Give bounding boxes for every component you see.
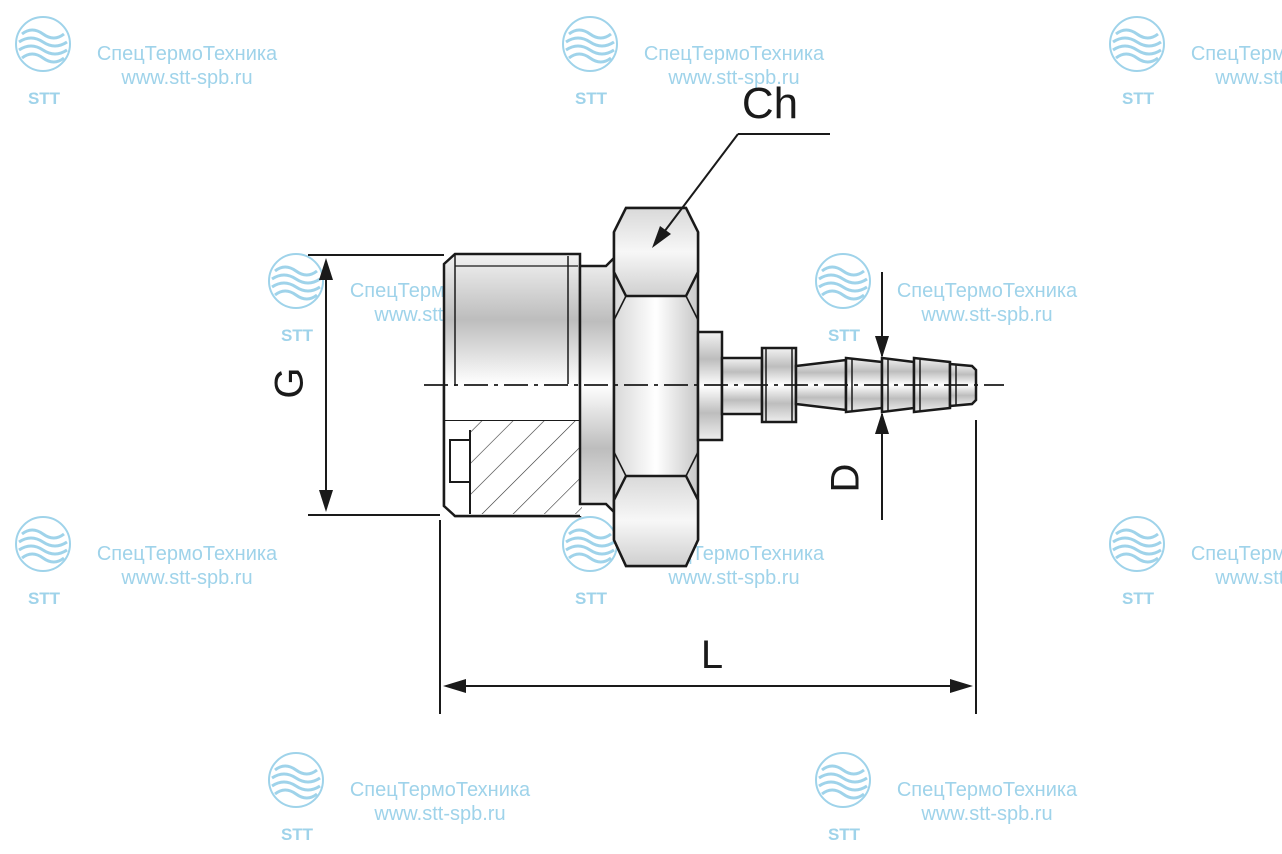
dimension-d-label: D [824,464,868,493]
dimension-g-label: G [268,367,312,398]
dimension-l: L [439,420,977,714]
dimension-l-label: L [701,633,723,677]
dimension-ch-label: Ch [742,79,798,128]
dimension-ch: Ch [652,79,830,248]
dimension-g: G [268,254,444,516]
dimension-d: D [824,272,889,520]
hex-nut [612,206,700,568]
